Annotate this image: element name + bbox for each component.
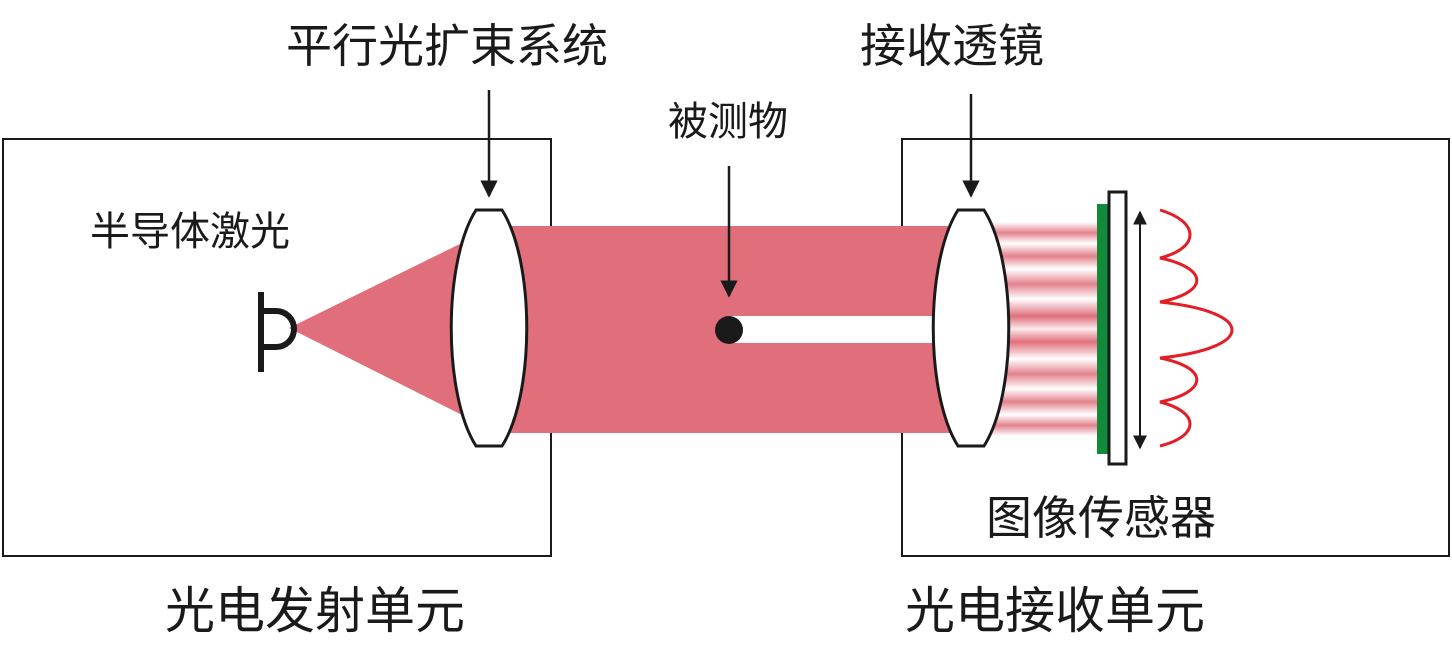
image-sensor-label: 图像传感器 [986, 491, 1216, 545]
diffraction-waveform [1159, 208, 1234, 448]
receiving-lens-label: 接收透镜 [860, 19, 1044, 73]
laser-beam-cone [289, 238, 472, 420]
receiving-lens-icon [931, 208, 1011, 448]
collimator-lens-icon [449, 208, 529, 448]
object-label: 被测物 [668, 99, 788, 145]
sensor-green-strip [1097, 204, 1109, 454]
laser-label: 半导体激光 [90, 209, 290, 255]
object-shadow [730, 316, 955, 343]
collimator-label: 平行光扩束系统 [286, 19, 608, 73]
laser-icon [258, 292, 297, 372]
image-sensor-icon [1107, 190, 1128, 466]
receiver-unit-label: 光电接收单元 [905, 582, 1205, 640]
object-dot-icon [715, 316, 743, 344]
emitter-unit-label: 光电发射单元 [165, 582, 465, 640]
